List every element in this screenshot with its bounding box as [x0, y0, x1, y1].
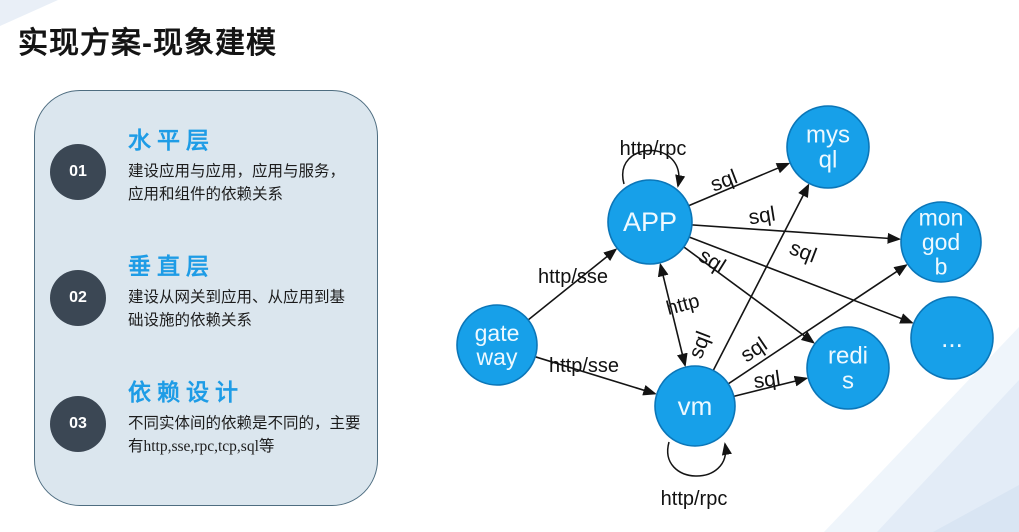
self-loop-vm [666, 441, 732, 477]
info-panel: 01 水平层 建设应用与应用，应用与服务， 应用和组件的依赖关系 02 垂直层 … [34, 90, 378, 506]
node-dots: ... [910, 296, 994, 380]
node-label-vm: vm [678, 391, 713, 421]
edge-vm-mysql [694, 183, 810, 407]
step-number-badge: 02 [50, 270, 106, 326]
step-description: 不同实体间的依赖是不同的，主要 有http,sse,rpc,tcp,sql等 [128, 414, 361, 455]
edge-label-vm-mongodb: sql [736, 333, 771, 367]
node-circle-mysql [786, 105, 870, 189]
panel-item-dependency-design: 03 依赖设计 不同实体间的依赖是不同的，主要 有http,sse,rpc,tc… [50, 379, 386, 458]
step-title: 依赖设计 [128, 379, 244, 405]
self-loop-app [621, 149, 686, 188]
panel-item-vertical-layer: 02 垂直层 建设从网关到应用、从应用到基 础设施的依赖关系 [50, 253, 386, 332]
node-label-app: APP [623, 207, 677, 237]
step-title: 垂直层 [128, 253, 215, 279]
edge-vm-mongodb [694, 264, 908, 407]
step-description: 建设应用与应用，应用与服务， 应用和组件的依赖关系 [128, 162, 346, 203]
edge-label-vm-redis: sql [752, 367, 782, 394]
edge-label-app-dots: sql [786, 236, 819, 267]
edge-label-app-vm: http [664, 290, 702, 320]
node-circle-gateway [456, 304, 538, 386]
step-text: 水平层 建设应用与应用，应用与服务， 应用和组件的依赖关系 [128, 127, 386, 206]
self-loop-label-vm: http/rpc [661, 488, 728, 510]
step-text: 垂直层 建设从网关到应用、从应用到基 础设施的依赖关系 [128, 253, 386, 332]
step-description: 建设从网关到应用、从应用到基 础设施的依赖关系 [128, 288, 346, 329]
node-circle-dots [910, 296, 994, 380]
step-text: 依赖设计 不同实体间的依赖是不同的，主要 有http,sse,rpc,tcp,s… [128, 379, 386, 458]
node-app: APP [607, 179, 693, 265]
edge-label-gateway-vm: http/sse [549, 355, 619, 377]
edge-label-vm-mysql: sql [684, 328, 715, 361]
edge-label-app-redis: sql [695, 244, 730, 278]
step-title: 水平层 [128, 127, 215, 153]
self-loop-label-app: http/rpc [620, 138, 687, 160]
node-circle-redis [806, 326, 890, 410]
panel-item-horizontal-layer: 01 水平层 建设应用与应用，应用与服务， 应用和组件的依赖关系 [50, 127, 386, 206]
edge-label-app-mysql: sql [707, 165, 740, 196]
page-title: 实现方案-现象建模 [18, 27, 277, 60]
edge-app-dots [649, 221, 914, 324]
node-vm: vm [654, 365, 736, 447]
node-circle-app [607, 179, 693, 265]
edge-label-gateway-app: http/sse [538, 266, 608, 288]
step-number-badge: 01 [50, 144, 106, 200]
step-number-badge: 03 [50, 396, 106, 452]
node-label-dots: ... [941, 323, 963, 353]
node-circle-vm [654, 365, 736, 447]
node-circle-mongodb [900, 201, 982, 283]
edge-label-app-mongodb: sql [747, 203, 777, 230]
edge-app-vm [657, 262, 688, 368]
